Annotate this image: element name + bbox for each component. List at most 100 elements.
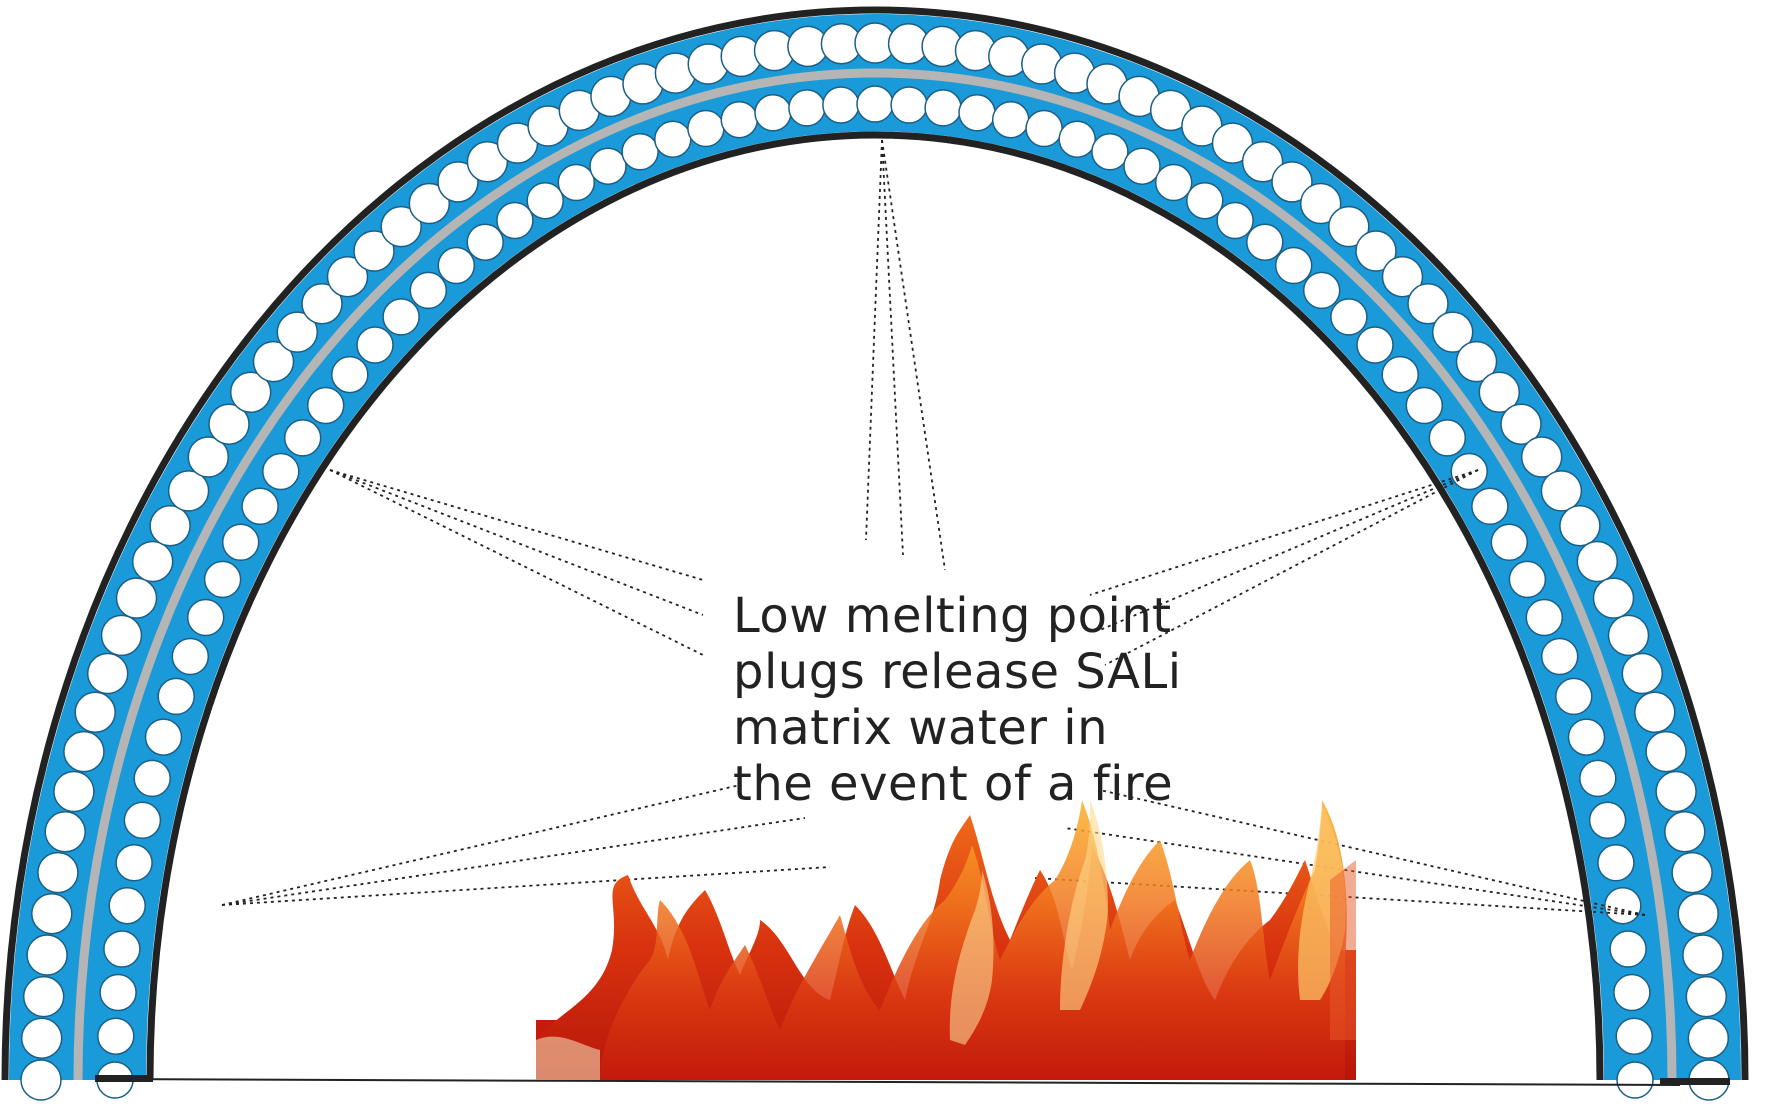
meltable-plug — [466, 223, 504, 261]
meltable-plug — [133, 759, 171, 798]
meltable-plug — [720, 100, 759, 139]
meltable-plug — [890, 86, 928, 124]
spray-line — [221, 817, 806, 906]
meltable-plug — [1597, 844, 1635, 882]
meltable-plug — [1609, 930, 1647, 968]
meltable-plug — [1241, 141, 1284, 183]
meltable-plug — [22, 975, 65, 1018]
meltable-plug — [382, 298, 420, 336]
meltable-plug — [1645, 730, 1687, 773]
meltable-plug — [1490, 523, 1529, 562]
meltable-plug — [1634, 691, 1676, 734]
spray-line — [881, 139, 946, 571]
meltable-plug — [108, 886, 146, 925]
inner-edge-line — [146, 131, 1604, 1081]
meltable-plug — [1540, 637, 1579, 676]
meltable-plug — [149, 505, 191, 547]
meltable-plug — [1302, 271, 1341, 310]
meltable-plug — [221, 523, 260, 562]
meltable-plug — [1381, 255, 1424, 298]
meltable-plug — [1091, 133, 1129, 171]
meltable-plug — [123, 801, 162, 840]
meltable-plug — [1478, 371, 1521, 414]
spray-line — [329, 469, 704, 581]
water-spray-lines — [221, 139, 1646, 916]
meltable-plug — [437, 246, 476, 285]
right-foot — [1660, 1078, 1730, 1085]
meltable-plug — [1604, 886, 1642, 925]
meltable-plug — [1025, 109, 1063, 148]
meltable-plug — [1330, 298, 1368, 336]
meltable-plug — [924, 89, 962, 127]
meltable-plug — [353, 230, 395, 272]
meltable-plug — [31, 892, 73, 935]
meltable-plug — [1356, 326, 1394, 364]
caption-line-4: the event of a fire — [733, 756, 1174, 812]
meltable-plug — [187, 436, 230, 478]
meltable-plug — [331, 355, 369, 394]
meltable-plug — [115, 844, 153, 882]
spray-line — [221, 784, 741, 906]
meltable-plug — [1613, 973, 1651, 1012]
meltable-plug — [557, 163, 596, 202]
meltable-plug — [380, 205, 422, 248]
meltable-plug — [1664, 811, 1706, 853]
meltable-plug — [687, 109, 725, 148]
meltable-plug — [1381, 355, 1419, 394]
meltable-plug — [1186, 181, 1224, 220]
meltable-plug — [1671, 851, 1713, 894]
meltable-plug — [1677, 892, 1719, 935]
meltable-plug — [822, 86, 860, 124]
spray-line — [1104, 469, 1479, 666]
meltable-plug — [103, 930, 141, 968]
meltable-plug — [262, 452, 300, 491]
caption-line-3: matrix water in — [733, 700, 1108, 756]
meltable-plug — [1271, 161, 1313, 203]
meltable-plug — [1621, 652, 1664, 695]
meltable-plug — [1211, 122, 1254, 164]
meltable-plug — [621, 133, 659, 171]
insulation-arch — [1, 6, 1749, 1101]
meltable-plug — [1246, 223, 1284, 261]
meltable-plug — [1579, 759, 1617, 798]
spray-line — [221, 866, 831, 906]
outer-plug-row — [20, 22, 1730, 1101]
meltable-plug — [1555, 677, 1593, 716]
meltable-plug — [74, 691, 116, 734]
meltable-plug — [171, 637, 210, 676]
meltable-plug — [186, 598, 225, 637]
meltable-plug — [1450, 452, 1488, 491]
spray-line — [1099, 789, 1646, 916]
meltable-plug — [63, 730, 105, 773]
meltable-plug — [157, 677, 195, 716]
outer-edge-line — [1, 6, 1749, 1081]
meltable-plug — [1687, 1017, 1730, 1059]
meltable-plug — [1328, 205, 1370, 248]
meltable-plug — [1588, 801, 1627, 840]
meltable-plug — [526, 181, 564, 220]
meltable-plug — [301, 283, 343, 325]
meltable-plug — [1154, 163, 1193, 202]
meltable-plug — [1216, 201, 1254, 240]
meltable-plug — [1431, 311, 1474, 353]
meltable-plug — [356, 326, 394, 364]
fire-icon — [536, 800, 1356, 1080]
meltable-plug — [1607, 614, 1650, 657]
meltable-plug — [409, 271, 448, 310]
meltable-plug — [1455, 340, 1498, 383]
meltable-plug — [167, 470, 210, 512]
meltable-plug — [466, 141, 509, 183]
meltable-plug — [1525, 598, 1564, 637]
meltable-plug — [958, 94, 996, 132]
meltable-plug — [144, 718, 183, 756]
meltable-plug — [408, 182, 451, 225]
caption-line-2: plugs release SALi — [733, 644, 1182, 700]
meltable-plug — [1428, 419, 1467, 457]
meltable-plug — [1592, 577, 1635, 619]
meltable-plug — [589, 147, 627, 185]
floor-line — [94, 1078, 1681, 1086]
meltable-plug — [1540, 470, 1583, 512]
spray-line — [329, 469, 704, 616]
meltable-plug — [53, 770, 95, 813]
meltable-plug — [1500, 403, 1542, 445]
